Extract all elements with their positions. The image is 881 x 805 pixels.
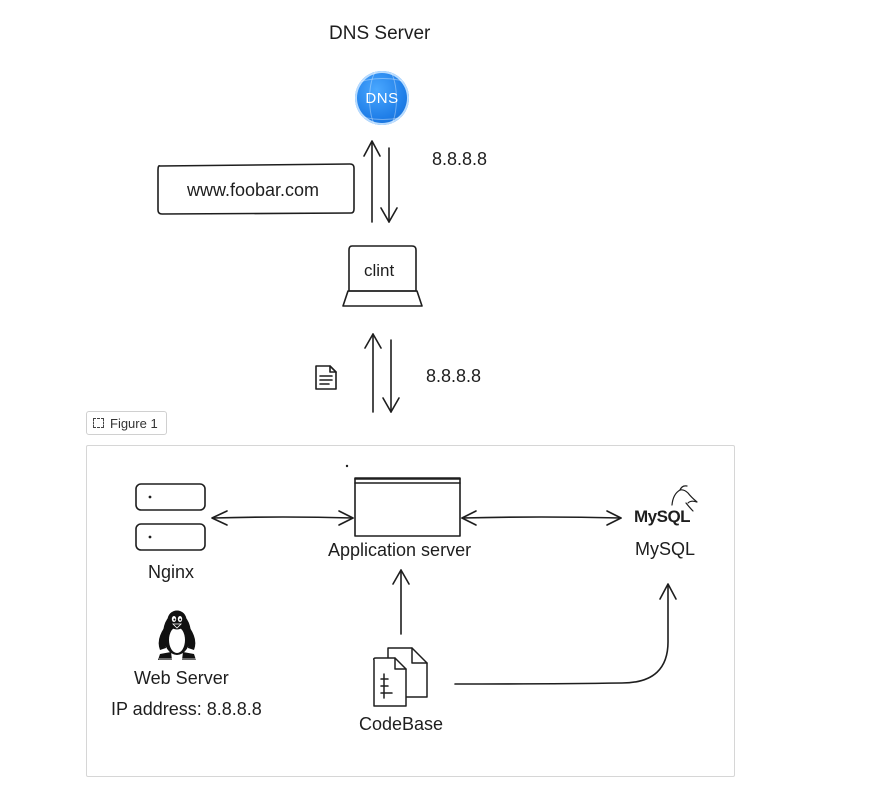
figure-frame xyxy=(86,445,735,777)
server-rack-icon xyxy=(135,483,206,551)
web-server-label: Web Server xyxy=(134,668,229,688)
nginx-label: Nginx xyxy=(148,562,195,582)
globe-icon: DNS xyxy=(355,71,409,125)
dns-server-title: DNS Server xyxy=(329,23,431,44)
mysql-label: MySQL xyxy=(635,539,696,559)
mysql-logo-text: MySQL xyxy=(634,507,691,526)
app-server-label: Application server xyxy=(328,540,472,560)
server-request-ip: 8.8.8.8 xyxy=(426,366,482,386)
domain-box xyxy=(157,163,355,215)
codebase-mysql-arrow xyxy=(454,583,677,685)
client-label: clint xyxy=(364,261,395,280)
figure-frame-title: Figure 1 xyxy=(110,415,158,431)
mysql-dolphin-icon xyxy=(671,485,698,512)
linux-tux-icon xyxy=(158,610,196,660)
document-icon xyxy=(315,365,337,390)
app-mysql-arrow xyxy=(461,510,622,526)
figure-frame-label[interactable]: Figure 1 xyxy=(86,411,167,435)
codebase-label: CodeBase xyxy=(359,714,444,734)
server-request-arrow xyxy=(364,333,382,413)
files-icon xyxy=(373,647,428,707)
dns-response-ip: 8.8.8.8 xyxy=(432,149,488,169)
dns-badge-label: DNS xyxy=(365,89,399,107)
frame-icon xyxy=(93,418,104,428)
server-response-arrow xyxy=(382,339,400,413)
browser-window-icon xyxy=(354,477,461,537)
nginx-app-arrow xyxy=(211,510,354,526)
dns-request-arrow xyxy=(363,140,381,223)
domain-label: www.foobar.com xyxy=(187,180,320,200)
web-server-ip: IP address: 8.8.8.8 xyxy=(111,699,262,719)
dns-response-arrow xyxy=(380,147,398,223)
codebase-app-arrow xyxy=(392,569,410,635)
laptop-icon xyxy=(342,245,423,307)
